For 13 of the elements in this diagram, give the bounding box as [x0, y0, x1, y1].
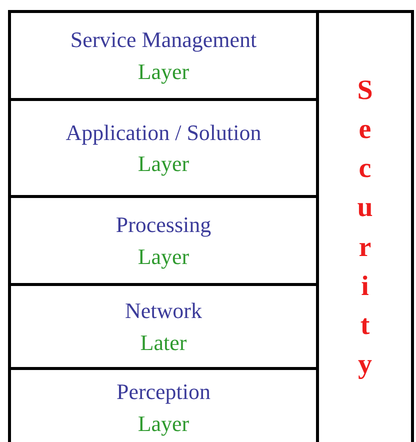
layer-name: Perception [116, 378, 211, 406]
layer-name: Service Management [70, 26, 257, 54]
layer-name: Processing [116, 211, 212, 238]
layer-label: Layer [138, 410, 190, 437]
layer-label: Layer [138, 58, 190, 85]
layer-label: Later [140, 328, 187, 356]
layer-name: Application / Solution [66, 118, 262, 146]
layer-box [8, 10, 319, 101]
layer-label: Layer [138, 150, 190, 178]
security-column [316, 10, 414, 442]
security-label: Security [357, 74, 373, 382]
layer-name: Network [125, 297, 202, 324]
layer-label: Layer [138, 242, 190, 270]
